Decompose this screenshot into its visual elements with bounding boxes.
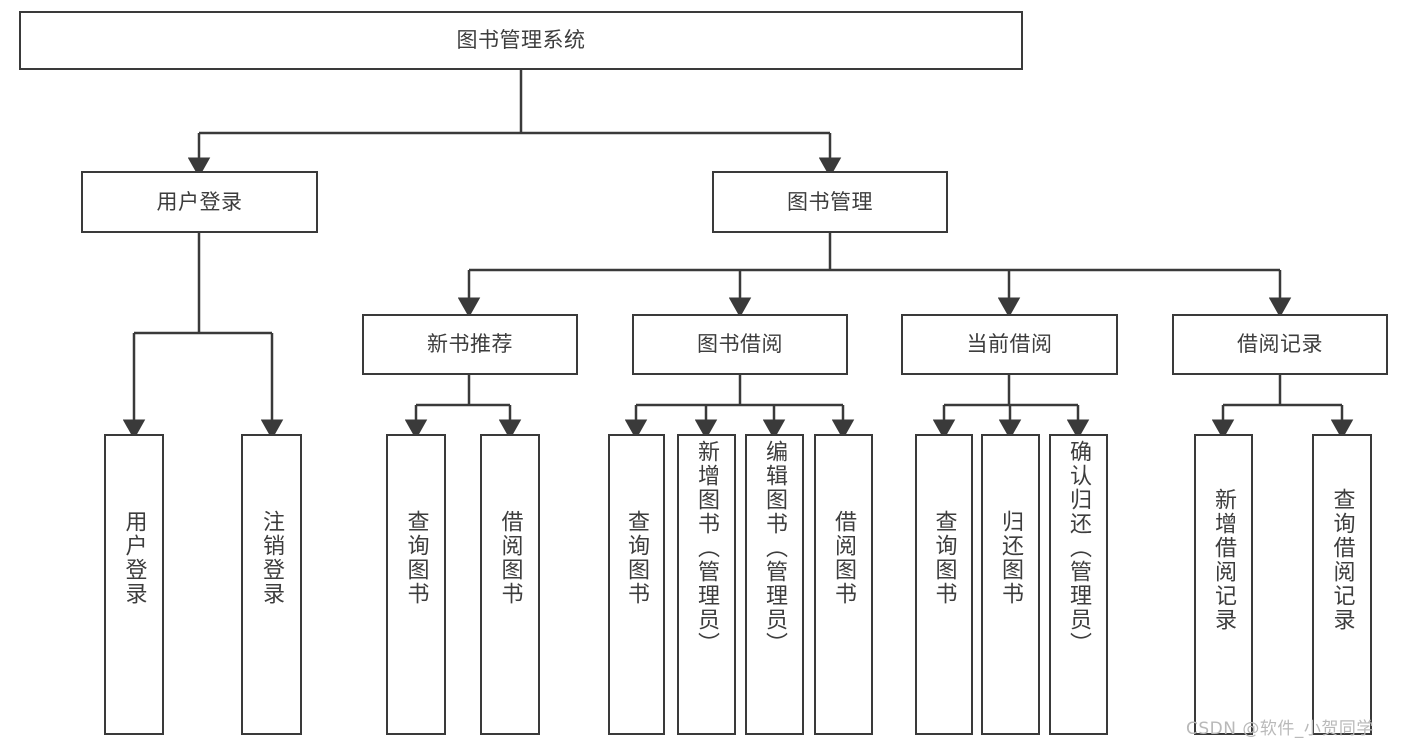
leaf-add-book[interactable]: 新增图书（管理员） — [677, 434, 736, 735]
node-label: 新书推荐 — [427, 332, 513, 357]
leaf-borrow-book-1[interactable]: 借阅图书 — [480, 434, 540, 735]
node-book-borrow[interactable]: 图书借阅 — [632, 314, 848, 375]
node-label: 用户登录 — [156, 189, 243, 214]
leaf-query-record[interactable]: 查询借阅记录 — [1312, 434, 1372, 735]
node-label: 新增借阅记录 — [1211, 488, 1237, 632]
node-borrow-record[interactable]: 借阅记录 — [1172, 314, 1388, 375]
node-label: 用户登录 — [121, 510, 147, 606]
node-label: 图书管理系统 — [456, 28, 586, 53]
node-label: 新增图书（管理员） — [694, 440, 720, 656]
node-book-management[interactable]: 图书管理 — [712, 171, 948, 233]
node-label: 查询图书 — [624, 510, 650, 606]
node-label: 图书借阅 — [697, 332, 783, 357]
node-root-system[interactable]: 图书管理系统 — [19, 11, 1023, 70]
leaf-edit-book[interactable]: 编辑图书（管理员） — [745, 434, 804, 735]
leaf-query-book-1[interactable]: 查询图书 — [386, 434, 446, 735]
leaf-query-book-3[interactable]: 查询图书 — [915, 434, 973, 735]
leaf-user-logout[interactable]: 注销登录 — [241, 434, 302, 735]
node-new-book-recommend[interactable]: 新书推荐 — [362, 314, 578, 375]
node-label: 借阅记录 — [1237, 332, 1323, 357]
node-label: 编辑图书（管理员） — [762, 440, 788, 656]
node-label: 当前借阅 — [966, 332, 1053, 357]
leaf-query-book-2[interactable]: 查询图书 — [608, 434, 665, 735]
node-label: 借阅图书 — [497, 510, 523, 606]
node-label: 查询借阅记录 — [1329, 488, 1355, 632]
leaf-add-record[interactable]: 新增借阅记录 — [1194, 434, 1253, 735]
node-label: 借阅图书 — [831, 510, 857, 606]
leaf-user-login[interactable]: 用户登录 — [104, 434, 164, 735]
leaf-return-book[interactable]: 归还图书 — [981, 434, 1040, 735]
leaf-borrow-book-2[interactable]: 借阅图书 — [814, 434, 873, 735]
node-label: 归还图书 — [998, 510, 1024, 606]
node-label: 注销登录 — [259, 510, 285, 606]
node-label: 查询图书 — [403, 510, 429, 606]
node-user-login[interactable]: 用户登录 — [81, 171, 318, 233]
leaf-confirm-return[interactable]: 确认归还（管理员） — [1049, 434, 1108, 735]
node-current-borrow[interactable]: 当前借阅 — [901, 314, 1118, 375]
csdn-watermark: CSDN @软件_小贺同学 — [1186, 719, 1374, 739]
node-label: 确认归还（管理员） — [1066, 440, 1092, 656]
node-label: 查询图书 — [931, 510, 957, 606]
node-label: 图书管理 — [787, 189, 873, 214]
